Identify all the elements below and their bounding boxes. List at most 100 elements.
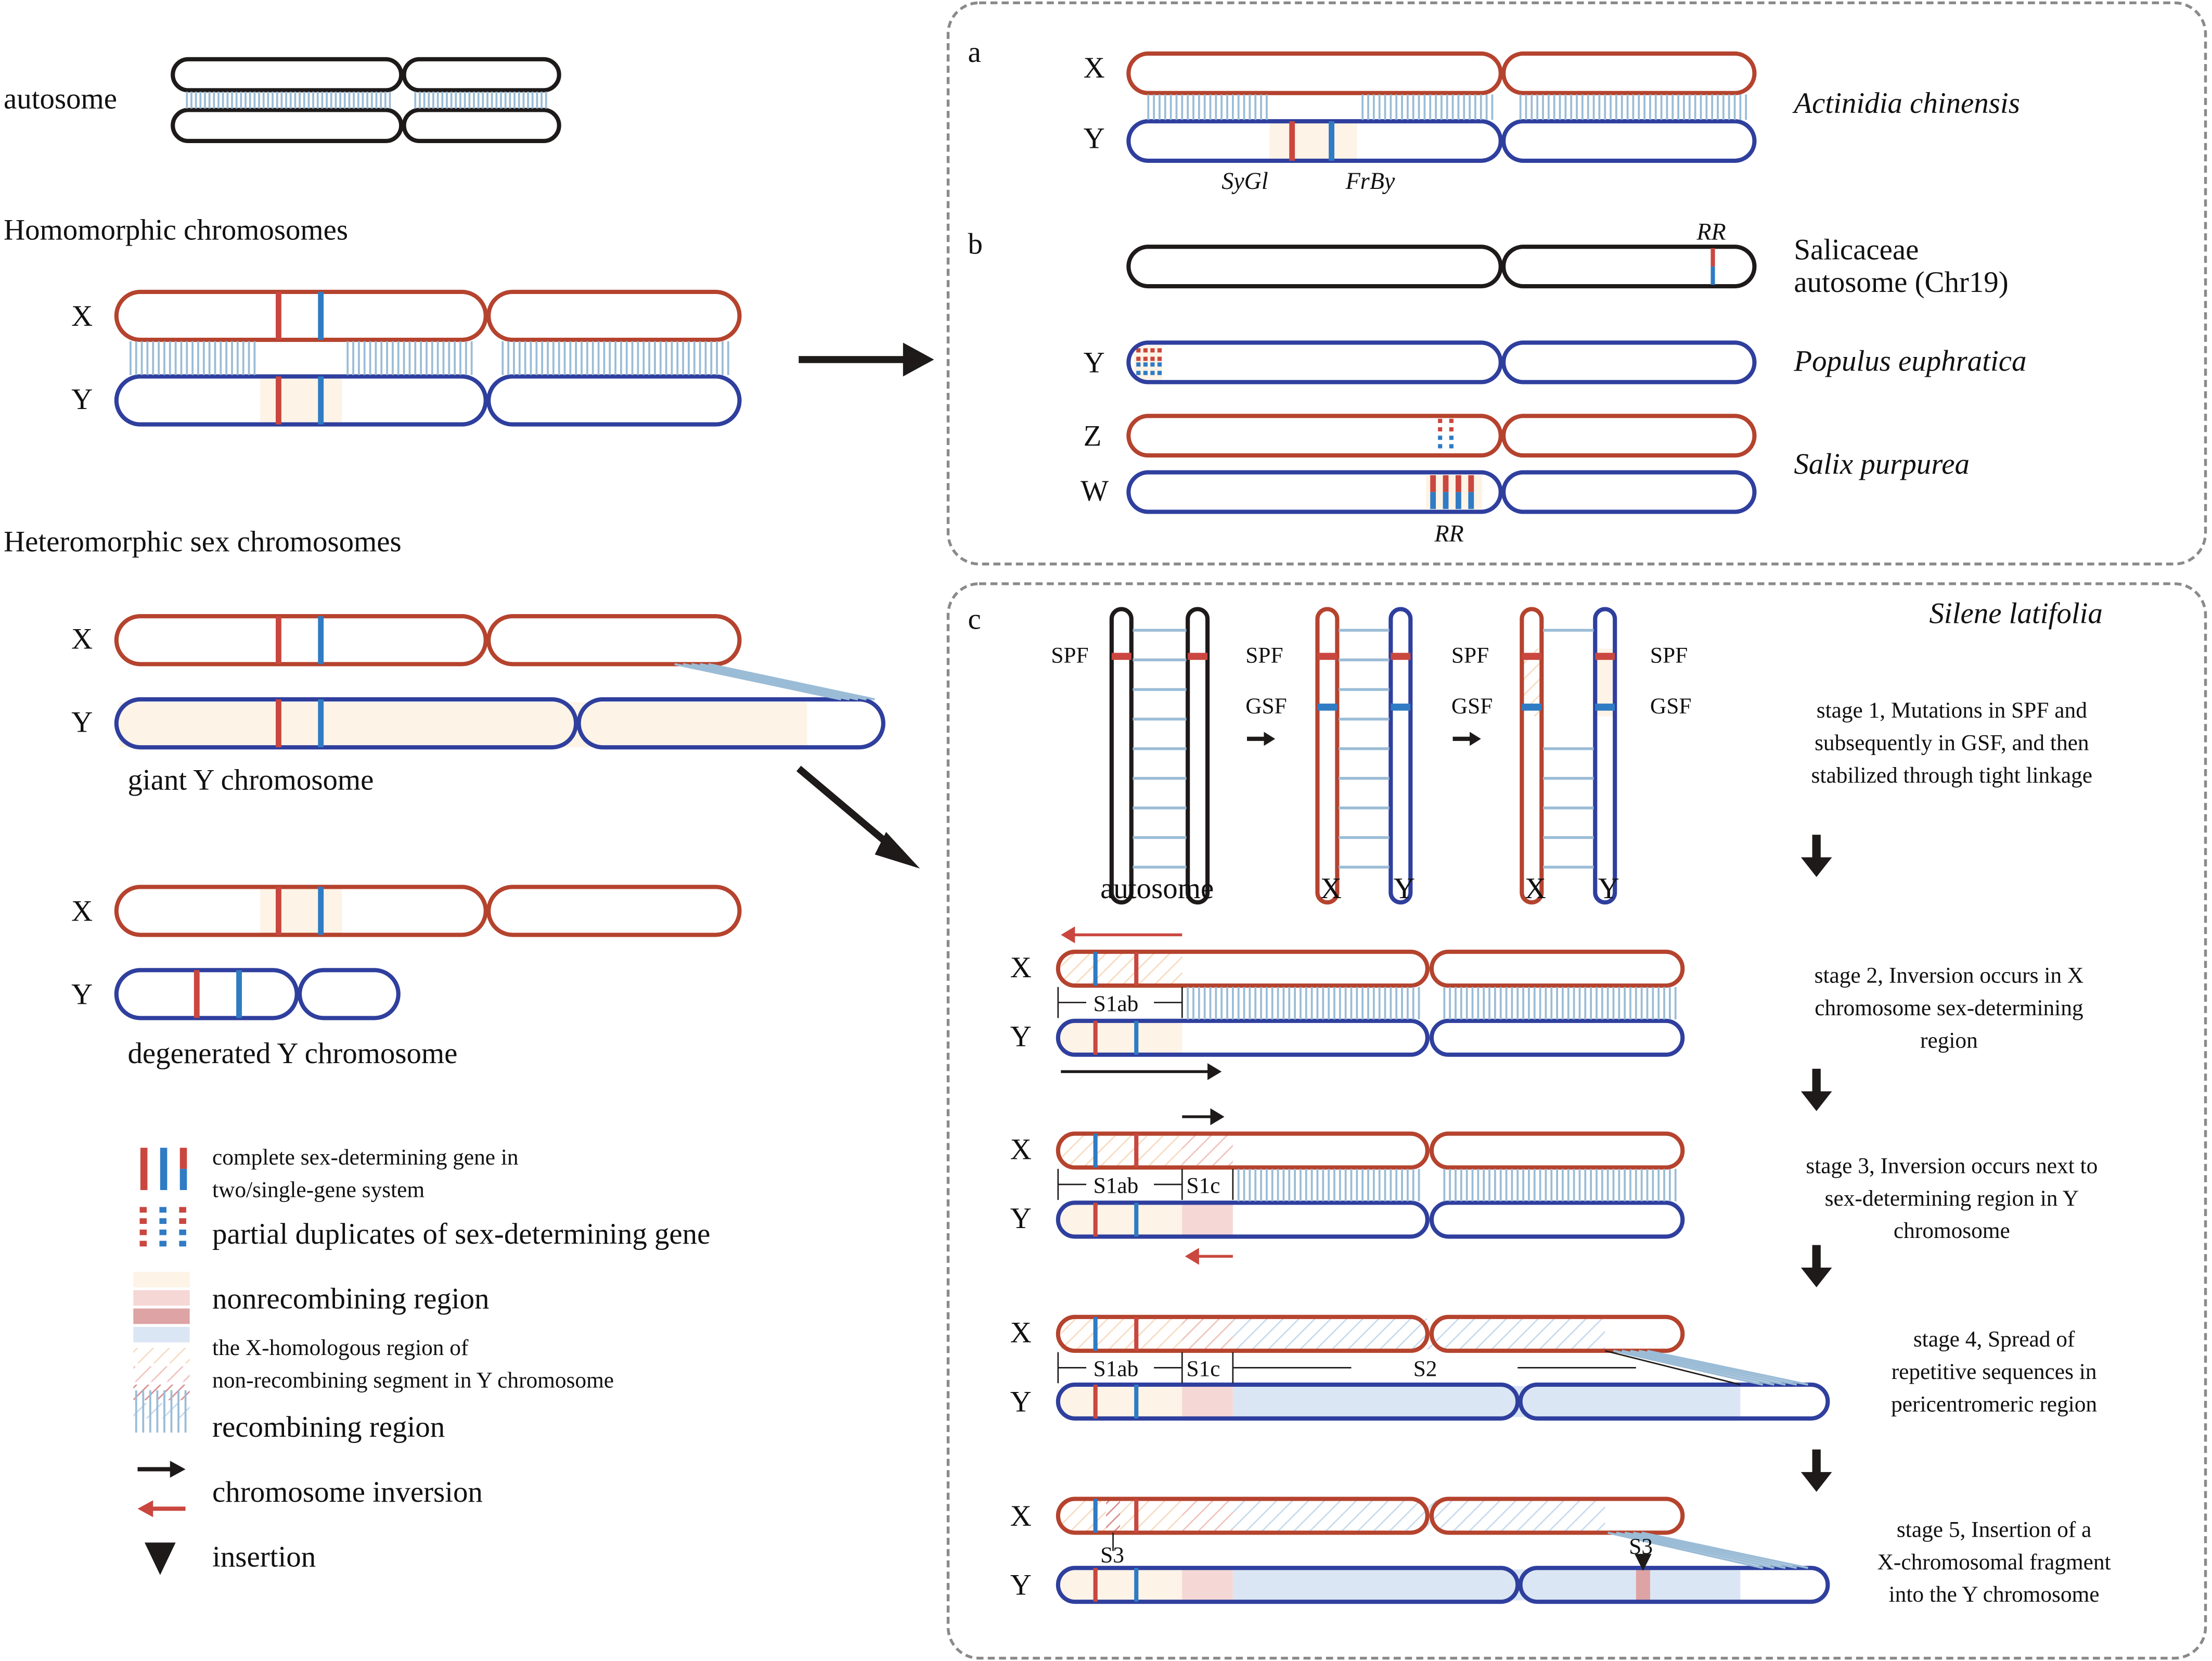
- insertion-triangle-icon: [145, 1542, 176, 1575]
- blue-gene: [236, 970, 242, 1018]
- hatch-rose: [133, 1384, 190, 1400]
- hatched-region: [1061, 1135, 1182, 1166]
- black-arrow-head-icon: [170, 1461, 186, 1478]
- red-gene: [1093, 1384, 1098, 1419]
- x-label: X: [1010, 951, 1032, 984]
- homomorphic-title: Homomorphic chromosomes: [4, 214, 348, 247]
- recombining-lines: [1147, 94, 1747, 120]
- swatch-beige: [133, 1272, 190, 1287]
- blue-gene: [318, 376, 324, 425]
- x-chromosome: [1520, 607, 1544, 905]
- down-arrow-icon: [1801, 1245, 1832, 1287]
- y-label: Y: [1010, 1202, 1032, 1235]
- hatched-region: [1182, 1135, 1233, 1166]
- y-label: Y: [1598, 872, 1619, 905]
- stage1-diagram: SPF autosome SPF GSF X Y SPF GSF: [1051, 607, 1692, 905]
- hatched-region: [1061, 1318, 1182, 1350]
- blue-gene: [1134, 1384, 1139, 1419]
- arrow-head-icon: [1207, 1063, 1222, 1080]
- autosome-bottom-arm2: [402, 108, 561, 144]
- species-label: Salicaceae: [1794, 234, 1919, 266]
- x-arm1: [114, 885, 488, 937]
- x-label: X: [1010, 1317, 1032, 1349]
- recombining-lines: [1187, 987, 1677, 1020]
- y-arm2: [1518, 1566, 1830, 1604]
- x-label: X: [1010, 1500, 1032, 1532]
- y-label: Y: [71, 706, 93, 738]
- x-arm1: [1056, 949, 1430, 988]
- s1c-label: S1c: [1186, 1173, 1220, 1198]
- spf-gene: [1111, 653, 1131, 660]
- stage-5-text: X-chromosomal fragment: [1877, 1550, 2111, 1575]
- red-gene: [1134, 1317, 1139, 1351]
- rr-label: RR: [1696, 219, 1726, 245]
- arrow-head-icon: [1470, 732, 1481, 746]
- y-label: Y: [1084, 122, 1105, 155]
- swatch-rose: [133, 1308, 190, 1324]
- x-label: X: [1084, 52, 1105, 84]
- stage3-diagram: X Y S1ab S1c: [1010, 1108, 1685, 1265]
- stage-2-text: chromosome sex-determining: [1815, 995, 2083, 1020]
- x-arm1: [1056, 1497, 1430, 1535]
- y-arm1: [1056, 1566, 1520, 1604]
- x-label: X: [1525, 872, 1546, 905]
- arrow-to-panel-c: [796, 765, 900, 854]
- hatched-region: [1232, 1500, 1605, 1531]
- blue-gene: [1134, 1020, 1139, 1055]
- panel-a: a X Y Actinidia chinensis SyGl FrBy: [968, 36, 2020, 194]
- salicaceae-arm2: [1501, 245, 1757, 289]
- stage-descriptions: stage 1, Mutations in SPF andsubsequentl…: [1801, 698, 2111, 1607]
- s1ab-label: S1ab: [1094, 1357, 1139, 1382]
- y-arm2: [1518, 1382, 1830, 1421]
- down-arrow-icon: [1801, 1449, 1832, 1492]
- stage-1-text: stabilized through tight linkage: [1811, 763, 2092, 788]
- recombining-lines: [130, 341, 729, 375]
- red-arrow-head-icon: [137, 1500, 153, 1517]
- y-label: Y: [1084, 346, 1105, 379]
- autosome-bottom-arm1: [171, 108, 404, 144]
- spf-gene: [1317, 653, 1338, 660]
- stage-2-text: stage 2, Inversion occurs in X: [1815, 963, 2084, 988]
- legend-text: two/single-gene system: [212, 1178, 425, 1203]
- s1ab-label: S1ab: [1094, 991, 1139, 1016]
- x-arm1: [114, 289, 488, 342]
- y-chromosome: [1593, 607, 1617, 905]
- recombining-lines: [186, 92, 547, 109]
- nonrecombining-region: [1182, 1204, 1233, 1235]
- nonrecombining-region: [1061, 1569, 1182, 1601]
- stage5-diagram: X Y S3 S3: [1010, 1497, 1830, 1604]
- stage-2-text: region: [1920, 1028, 1978, 1053]
- x-arm2: [486, 289, 742, 342]
- swatch-pink: [133, 1290, 190, 1306]
- x-arm2: [486, 885, 742, 937]
- x-chromosome: [1315, 607, 1340, 905]
- stage-4-text: repetitive sequences in: [1892, 1359, 2097, 1384]
- arrow-head-icon: [1210, 1108, 1225, 1126]
- x-arm2: [1429, 1497, 1685, 1535]
- w-label: W: [1081, 475, 1109, 507]
- rr-genes: [1430, 475, 1474, 509]
- blue-gene: [1093, 952, 1098, 986]
- recombining-lines: [1237, 1169, 1677, 1202]
- spf-label: SPF: [1051, 643, 1088, 668]
- nonrecombining-region: [1269, 122, 1357, 160]
- arrow-head-icon: [1061, 926, 1075, 943]
- recombining-lines-icon: [135, 1390, 187, 1433]
- y-arm1: [1056, 1018, 1430, 1057]
- x-label: X: [1320, 872, 1342, 905]
- s3-label: S3: [1100, 1542, 1124, 1567]
- s1c-label: S1c: [1186, 1357, 1220, 1382]
- w-arm2: [1501, 470, 1757, 514]
- partial-duplicates: [1438, 418, 1454, 453]
- gsf-gene: [1522, 704, 1542, 711]
- complete-gene-red-icon: [140, 1147, 148, 1190]
- spf-gene: [1595, 653, 1615, 660]
- red-gene: [1093, 1020, 1098, 1055]
- arrow-head-icon: [1264, 732, 1276, 746]
- y-label: Y: [1010, 1385, 1032, 1418]
- nonrecombining-region: [1232, 1569, 1741, 1601]
- legend-text: partial duplicates of sex-determining ge…: [212, 1218, 710, 1250]
- pseudoautosomal-lines: [1607, 1531, 1808, 1569]
- gsf-label: GSF: [1650, 694, 1692, 719]
- salicaceae-arm1: [1126, 245, 1503, 289]
